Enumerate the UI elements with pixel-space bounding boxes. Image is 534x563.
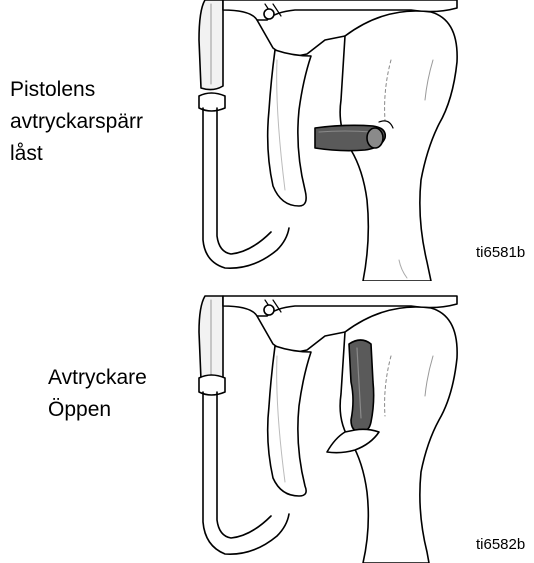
spray-gun-drawing bbox=[195, 0, 475, 281]
panel-trigger-lock-locked: Pistolens avtryckarspärr låst bbox=[0, 0, 534, 281]
figure-id: ti6581b bbox=[476, 244, 525, 261]
spray-gun-drawing bbox=[195, 282, 475, 563]
spray-gun-illustration-locked bbox=[195, 0, 475, 281]
caption-trigger-lock-locked: Pistolens avtryckarspärr låst bbox=[10, 74, 143, 170]
trigger bbox=[268, 50, 311, 206]
panel-trigger-open: Avtryckare Öppen bbox=[0, 282, 534, 563]
spray-gun-illustration-open bbox=[195, 282, 475, 563]
trigger-guard-frame bbox=[257, 20, 345, 58]
trigger bbox=[268, 346, 311, 496]
trigger-guard-frame bbox=[257, 316, 345, 354]
caption-line: låst bbox=[10, 138, 143, 170]
figure-id: ti6582b bbox=[476, 536, 525, 553]
trigger-lock-lever bbox=[327, 340, 379, 453]
caption-trigger-open: Avtryckare Öppen bbox=[48, 362, 147, 426]
caption-line: Avtryckare bbox=[48, 362, 147, 394]
caption-line: Öppen bbox=[48, 394, 147, 426]
caption-line: avtryckarspärr bbox=[10, 106, 143, 138]
caption-line: Pistolens bbox=[10, 74, 143, 106]
